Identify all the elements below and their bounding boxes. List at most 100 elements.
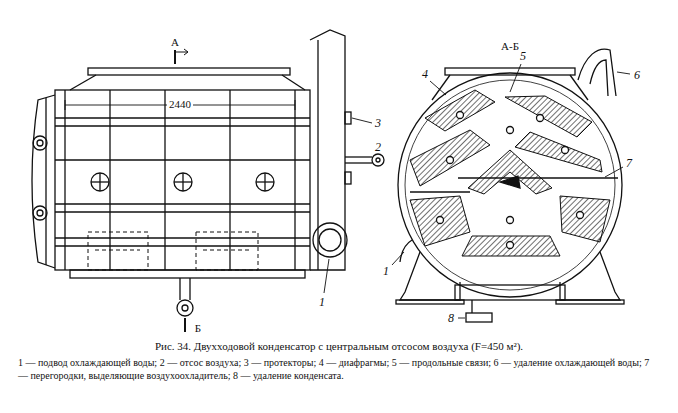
drawing-line [392, 252, 404, 265]
drawing-rect [88, 232, 148, 270]
drawing-line [184, 318, 186, 332]
drawing-circle [507, 217, 514, 224]
section-title: А-Б [501, 41, 519, 52]
drawing-line [229, 90, 230, 270]
drawing-circle [577, 212, 584, 219]
drawing-line [605, 167, 623, 177]
section-mark: А [171, 37, 179, 48]
drawing-circle [507, 127, 514, 134]
drawing-circle [372, 154, 384, 166]
drawing-rect [196, 232, 258, 270]
drawing-circle [177, 300, 193, 316]
drawing-circle [507, 242, 514, 249]
drawing-circle [376, 158, 380, 162]
drawing-rect [55, 90, 310, 270]
drawing-circle [256, 173, 274, 191]
drawing-line [264, 173, 265, 191]
drawing-line [55, 211, 310, 212]
drawing-circle [313, 223, 347, 257]
drawing-line [432, 75, 450, 100]
drawing-line [282, 75, 305, 90]
drawing-line [55, 159, 310, 160]
drawing-circle [33, 136, 47, 150]
drawing-path [400, 252, 460, 300]
drawing-line [203, 250, 250, 251]
drawing-rect [455, 285, 565, 300]
drawing-line [55, 203, 310, 204]
drawing-line [55, 237, 310, 238]
cross-section [392, 49, 630, 322]
drawing-line [458, 177, 618, 178]
drawing-path [32, 95, 55, 268]
drawing-path [410, 196, 470, 246]
drawing-rect [445, 68, 575, 75]
drawing-circle [457, 112, 464, 119]
callout-number: 7 [626, 157, 632, 169]
drawing-circle [182, 305, 188, 311]
drawing-line [430, 81, 446, 95]
drawing-line [65, 100, 66, 110]
drawing-rect [88, 68, 290, 75]
drawing-circle [447, 157, 454, 164]
drawing-g [410, 90, 610, 256]
drawing-line [182, 173, 183, 191]
drawing-circle [405, 80, 615, 290]
callout-number: 6 [634, 69, 640, 81]
callout-number: 5 [520, 50, 526, 62]
drawing-path [468, 150, 552, 194]
drawing-circle [37, 210, 43, 216]
drawing-path [578, 49, 616, 96]
drawing-line [294, 90, 295, 270]
drawing-line [471, 300, 472, 313]
drawing-line [55, 125, 310, 126]
drawing-path [310, 30, 345, 270]
drawing-line [45, 98, 46, 265]
drawing-line [324, 259, 329, 293]
drawing-rect [345, 172, 351, 184]
drawing-line [179, 278, 180, 300]
callout-number: 2 [375, 141, 381, 153]
drawing-path [590, 60, 608, 96]
drawing-path [462, 236, 560, 256]
drawing-path [175, 49, 188, 55]
drawing-circle [37, 140, 43, 146]
drawing-line [189, 278, 190, 300]
callout-number: 1 [319, 296, 325, 308]
drawing-line [99, 173, 100, 191]
callout-number: 1 [383, 265, 389, 277]
drawing-line [295, 100, 296, 110]
drawing-circle [91, 173, 109, 191]
drawing-line [410, 191, 470, 192]
drawing-line [458, 318, 465, 319]
drawing-path [400, 240, 412, 262]
drawing-path [500, 176, 520, 188]
drawing-circle [174, 173, 192, 191]
drawing-rect [345, 112, 351, 124]
side-view [32, 30, 384, 332]
drawing-line [510, 64, 521, 92]
drawing-circle [562, 147, 569, 154]
drawing-circle [437, 217, 444, 224]
legend-explanation: 1 — подвод охлаждающей воды; 2 — отсос в… [18, 356, 660, 382]
drawing-rect [70, 270, 305, 278]
callout-number: 3 [375, 117, 381, 129]
drawing-g [88, 232, 258, 270]
drawing-line [617, 72, 630, 74]
drawing-circle [537, 115, 544, 122]
drawing-line [345, 162, 372, 163]
section-mark: Б [195, 323, 201, 334]
drawing-line [95, 250, 140, 251]
drawing-circle [33, 206, 47, 220]
drawing-line [345, 156, 372, 157]
drawing-line [317, 40, 318, 270]
drawing-rect [396, 300, 464, 304]
drawing-line [70, 75, 96, 90]
drawing-path [560, 252, 620, 300]
drawing-line [55, 117, 310, 118]
drawing-rect [466, 313, 492, 322]
drawing-rect [556, 300, 624, 304]
figure-caption: Рис. 34. Двухходовой конденсатор с центр… [0, 340, 678, 352]
drawing-g [437, 112, 584, 249]
drawing-path [505, 96, 592, 137]
